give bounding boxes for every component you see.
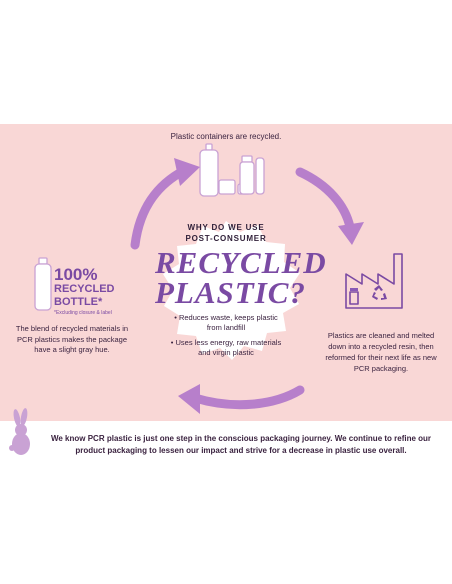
why-line-2: POST-CONSUMER	[185, 234, 267, 243]
left-caption: The blend of recycled materials in PCR p…	[15, 324, 129, 354]
bunny-icon	[9, 408, 30, 455]
footer-statement: We know PCR plastic is just one step in …	[50, 434, 432, 455]
big-title-line-1: RECYCLED	[155, 245, 327, 280]
badge-line-2: RECYCLED	[54, 283, 115, 295]
center-heading: WHY DO WE USE POST-CONSUMER RECYCLED PLA…	[155, 222, 327, 310]
benefit-item: • Reduces waste, keeps plastic from land…	[174, 313, 278, 332]
badge-line-3: BOTTLE*	[54, 296, 103, 308]
footer-band	[0, 421, 452, 471]
benefit-list: • Reduces waste, keeps plastic from land…	[168, 313, 284, 363]
bottles-icon	[199, 143, 265, 197]
recycled-bottle-badge: 100% RECYCLED BOTTLE* *Excluding closure…	[54, 266, 124, 317]
big-title-line-2: PLASTIC?	[155, 275, 306, 310]
badge-percent: 100%	[54, 265, 98, 284]
factory-recycle-icon	[345, 253, 403, 309]
right-caption: Plastics are cleaned and melted down int…	[325, 331, 437, 373]
badge-note: *Excluding closure & label	[54, 310, 112, 316]
bottle-icon	[34, 257, 52, 311]
why-line-1: WHY DO WE USE	[187, 223, 265, 232]
top-caption: Plastic containers are recycled.	[170, 132, 282, 141]
benefit-item: • Uses less energy, raw materials and vi…	[170, 338, 282, 357]
